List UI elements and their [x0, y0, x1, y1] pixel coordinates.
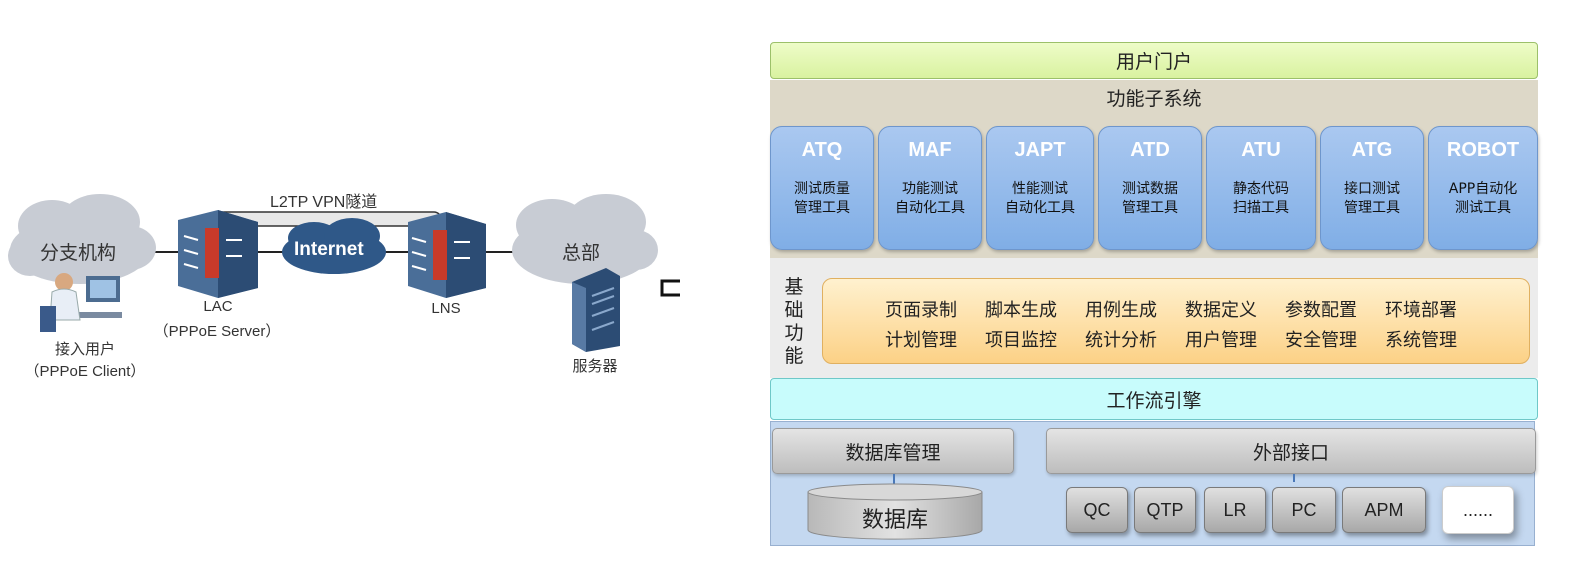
lac-label-sub: （PPPoE Server） [153, 323, 281, 340]
tool-qtp: QTP [1134, 487, 1196, 533]
user-icon [40, 273, 122, 332]
base-function-item: 用例生成 [1085, 300, 1157, 321]
module-code: ROBOT [1446, 139, 1520, 161]
module-desc: 功能测试 自动化工具 [895, 181, 965, 216]
base-function-title: 基础功能 [784, 276, 804, 367]
lac-device [178, 210, 258, 298]
module-japt: JAPT 性能测试 自动化工具 [986, 126, 1094, 250]
base-function-item: 安全管理 [1285, 330, 1357, 351]
tool-apm: APM [1342, 487, 1426, 533]
module-maf: MAF 功能测试 自动化工具 [878, 126, 982, 250]
user-label: 接入用户 [54, 341, 115, 358]
module-atg: ATG 接口测试 管理工具 [1320, 126, 1424, 250]
external-interface: 外部接口 [1046, 428, 1536, 474]
branch-label: 分支机构 [40, 242, 117, 264]
base-function-item: 脚本生成 [985, 300, 1057, 321]
base-function-item: 环境部署 [1385, 300, 1457, 321]
lac-label: LAC [203, 298, 233, 315]
server-icon [572, 268, 620, 352]
base-function-item: 用户管理 [1185, 330, 1257, 351]
network-diagram [8, 194, 680, 352]
database-cylinder [807, 483, 983, 540]
module-code: ATG [1351, 139, 1393, 161]
module-desc: APP自动化 测试工具 [1448, 181, 1518, 216]
module-desc: 测试质量 管理工具 [794, 181, 850, 216]
base-function-item: 项目监控 [985, 330, 1057, 351]
module-code: ATU [1241, 139, 1281, 161]
module-code: JAPT [1014, 139, 1066, 161]
module-desc: 接口测试 管理工具 [1344, 181, 1400, 216]
module-code: MAF [908, 139, 952, 161]
db-connector [893, 474, 895, 486]
interface-connector [1293, 474, 1295, 482]
module-desc: 测试数据 管理工具 [1122, 181, 1178, 216]
hq-label: 总部 [562, 242, 601, 264]
tool-pc: PC [1272, 487, 1336, 533]
base-function-grid: 页面录制 脚本生成 用例生成 数据定义 参数配置 环境部署 计划管理 项目监控 … [885, 296, 1485, 352]
user-portal: 用户门户 [770, 42, 1538, 79]
base-function-item: 页面录制 [885, 300, 957, 321]
module-desc: 静态代码 扫描工具 [1233, 181, 1289, 216]
db-management: 数据库管理 [772, 428, 1014, 474]
tunnel-label: L2TP VPN隧道 [270, 194, 378, 211]
lns-label: LNS [431, 300, 461, 317]
module-code: ATQ [801, 139, 843, 161]
transition-arrow [660, 279, 680, 297]
tool-qc: QC [1066, 487, 1128, 533]
hq-cloud [512, 194, 658, 284]
module-atu: ATU 静态代码 扫描工具 [1206, 126, 1316, 250]
tool-lr: LR [1204, 487, 1266, 533]
base-function-item: 系统管理 [1385, 330, 1457, 351]
base-function-item: 统计分析 [1085, 330, 1157, 351]
module-desc: 性能测试 自动化工具 [1005, 181, 1075, 216]
module-atq: ATQ 测试质量 管理工具 [770, 126, 874, 250]
tool-more: ...... [1442, 486, 1514, 534]
module-code: ATD [1130, 139, 1170, 161]
base-function-box [822, 278, 1530, 364]
subsystem-title: 功能子系统 [1106, 88, 1202, 110]
base-function-item: 数据定义 [1185, 300, 1257, 321]
user-label-sub: （PPPoE Client） [24, 363, 146, 380]
database-label: 数据库 [861, 508, 928, 533]
server-label: 服务器 [572, 358, 618, 375]
base-function-item: 参数配置 [1285, 300, 1357, 321]
branch-cloud [8, 194, 156, 284]
internet-cloud [282, 218, 386, 274]
base-function-item: 计划管理 [885, 330, 957, 351]
workflow-engine: 工作流引擎 [770, 378, 1538, 420]
internet-label: Internet [294, 239, 364, 260]
lns-device [408, 212, 486, 298]
module-robot: ROBOT APP自动化 测试工具 [1428, 126, 1538, 250]
module-atd: ATD 测试数据 管理工具 [1098, 126, 1202, 250]
